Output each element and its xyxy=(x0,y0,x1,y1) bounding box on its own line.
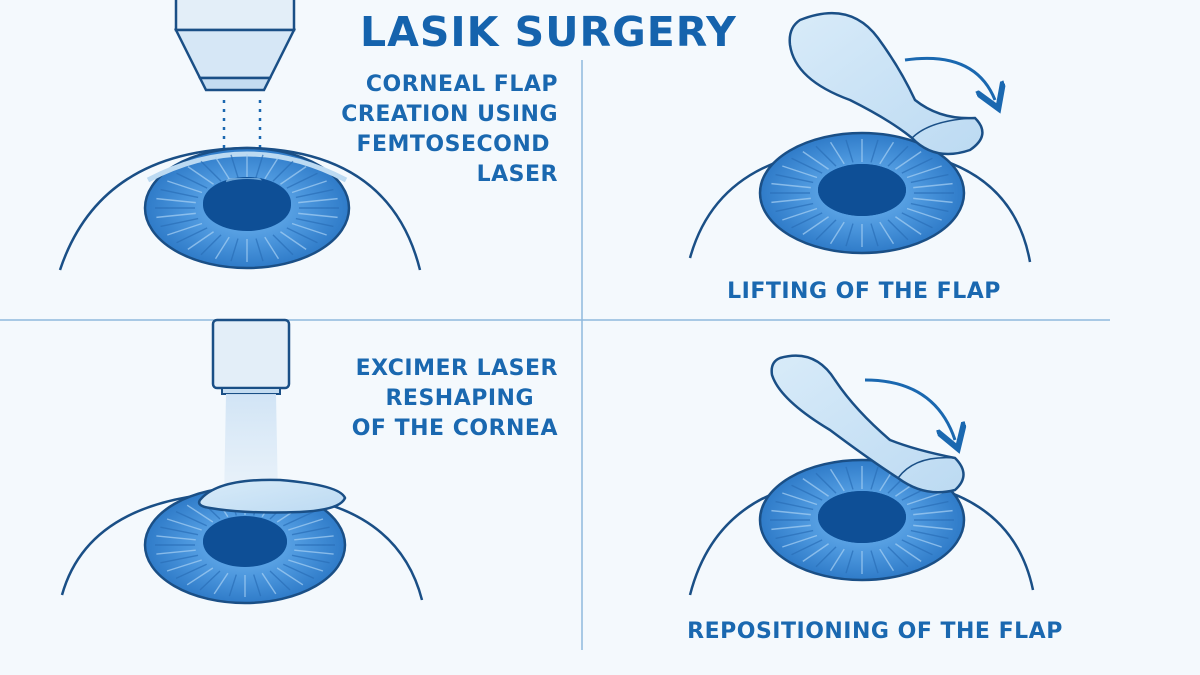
panel-repositioning-flap xyxy=(688,354,1035,596)
iris-texture xyxy=(770,466,954,574)
iris-texture xyxy=(770,139,954,247)
panel-lifting-flap xyxy=(688,11,1032,263)
panel-excimer-laser xyxy=(60,318,424,605)
step1-line3: FEMTOSECOND xyxy=(356,132,550,157)
step1-line2: CREATION USING xyxy=(341,102,558,127)
corneal-flap-icon xyxy=(197,478,347,514)
laser-device-icon xyxy=(211,318,291,500)
step1-label: CORNEAL FLAP CREATION USING FEMTOSECOND … xyxy=(300,70,558,190)
step1-line1: CORNEAL FLAP xyxy=(365,72,558,97)
step3-line2: RESHAPING xyxy=(385,386,534,411)
step3-line1: EXCIMER LASER xyxy=(355,356,558,381)
step2-label: LIFTING OF THE FLAP xyxy=(700,277,1028,307)
step3-label: EXCIMER LASER RESHAPING OF THE CORNEA xyxy=(300,354,558,444)
curved-arrow-icon xyxy=(864,378,955,440)
step4-line1: REPOSITIONING OF THE FLAP xyxy=(687,619,1063,644)
eye-icon xyxy=(58,146,422,271)
eye-icon xyxy=(688,458,1035,596)
corneal-flap-icon xyxy=(788,11,984,156)
curved-arrow-icon xyxy=(904,56,995,100)
step4-label: REPOSITIONING OF THE FLAP xyxy=(665,617,1085,647)
step3-line3: OF THE CORNEA xyxy=(351,416,558,441)
iris-texture xyxy=(155,154,339,262)
corneal-flap-icon xyxy=(770,354,965,494)
step2-line1: LIFTING OF THE FLAP xyxy=(727,279,1001,304)
page-title: LASIK SURGERY xyxy=(360,8,737,56)
step1-line4: LASER xyxy=(476,162,558,187)
panel-flap-creation xyxy=(58,0,422,271)
eye-icon xyxy=(688,131,1032,263)
